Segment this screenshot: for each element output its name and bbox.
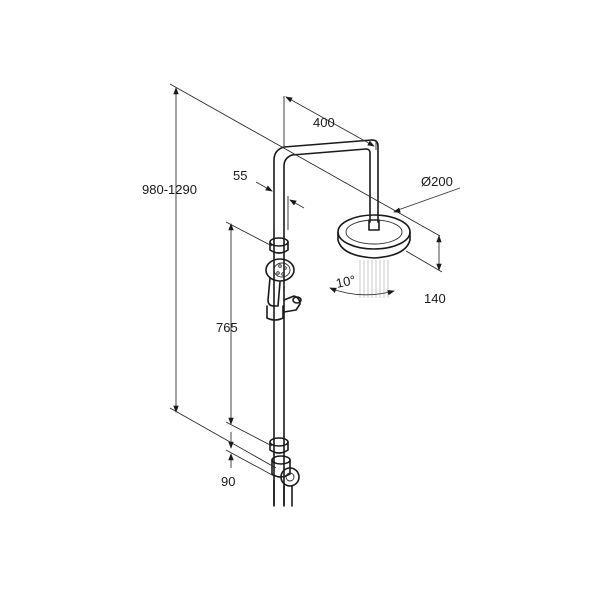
hand-shower bbox=[265, 258, 295, 321]
upper-slider-clamp bbox=[269, 237, 289, 254]
total-height-label: 980-1290 bbox=[142, 182, 197, 197]
slide-rail-label: 765 bbox=[216, 320, 238, 335]
spray-lines bbox=[359, 260, 389, 298]
tilt-angle-label: 10° bbox=[335, 272, 357, 291]
arm-length-label: 400 bbox=[313, 115, 335, 130]
riser-pipe bbox=[273, 146, 293, 506]
lower-bracket bbox=[269, 437, 289, 454]
dimension-slide-rail bbox=[225, 221, 273, 447]
bottom-height-label: 90 bbox=[221, 474, 235, 489]
overhead-shower-head bbox=[337, 214, 411, 259]
dimension-total-height bbox=[169, 83, 441, 469]
dimension-head-diameter bbox=[393, 187, 461, 213]
dimension-head-depth bbox=[405, 235, 443, 273]
dimension-wall-offset bbox=[255, 181, 305, 230]
dimension-bottom bbox=[225, 432, 275, 477]
shower-arm bbox=[283, 139, 379, 223]
dimension-arm-length bbox=[283, 96, 377, 150]
hand-shower-holder bbox=[283, 295, 302, 313]
head-depth-label: 140 bbox=[424, 291, 446, 306]
dimension-tilt bbox=[329, 287, 395, 296]
head-diameter-label: Ø200 bbox=[421, 174, 453, 189]
diverter bbox=[271, 455, 300, 507]
wall-offset-label: 55 bbox=[233, 168, 247, 183]
